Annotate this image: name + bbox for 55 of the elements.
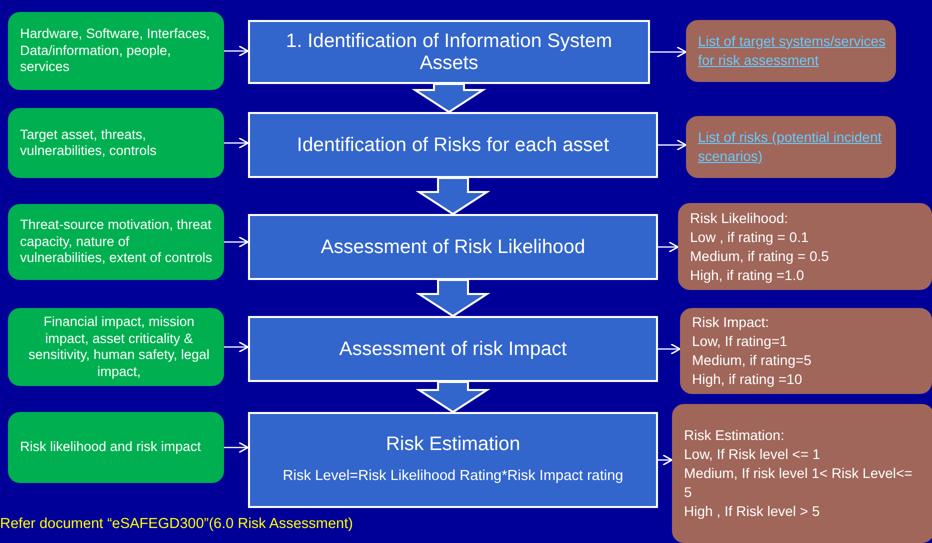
node-text: Medium, if rating = 0.5: [690, 246, 830, 266]
formula-text: Risk Level=Risk Likelihood Rating*Risk Impact rating: [282, 467, 624, 486]
output-box: [680, 308, 932, 394]
arrow: [658, 343, 681, 355]
process-box: [248, 412, 658, 508]
input-box: [8, 308, 224, 386]
process-box: [248, 214, 658, 280]
node-text: Hardware, Software, Interfaces, Data/information, people, services: [20, 26, 211, 76]
process-box: [248, 112, 658, 178]
output-box: [686, 116, 896, 178]
node-text: Low , if rating = 0.1: [690, 228, 810, 246]
arrow: [224, 341, 249, 353]
node-text: Low, If rating=1: [692, 332, 788, 351]
node-text: Risk Impact:: [692, 313, 770, 332]
block-arrow: [416, 177, 490, 216]
node-text: Risk likelihood and risk impact: [20, 439, 202, 456]
block-arrow: [416, 381, 490, 414]
input-box: [8, 204, 224, 280]
caption: Refer document “eSAFEGD300”(6.0 Risk Assessment): [0, 516, 353, 532]
process-box: [248, 316, 658, 382]
step-title: Risk Estimation: [386, 433, 520, 455]
node-text: Target asset, threats, vulnerabilities, controls: [20, 126, 158, 160]
step-title: Assessment of Risk Likelihood: [320, 236, 586, 258]
output-box: [672, 404, 932, 543]
node-text: High, if rating =1.0: [690, 266, 806, 284]
node-text: Risk Likelihood:: [690, 208, 790, 228]
arrow: [224, 442, 249, 454]
node-text: Medium, If risk level 1< Risk Level<= 5: [684, 464, 914, 502]
block-arrow: [412, 83, 486, 114]
node-text: Low, If Risk level <= 1: [684, 445, 822, 464]
node-text: Threat-source motivation, threat capacity, nature of vulnerabilities, extent of controls: [20, 217, 214, 267]
output-box: [678, 203, 932, 290]
arrow: [224, 236, 249, 248]
process-box: [248, 20, 650, 84]
node-text: Financial impact, mission impact, asset criticality & sensitivity, human safety, legal impact,: [27, 314, 211, 380]
node-text: Medium, if rating=5: [692, 351, 812, 370]
step-title: Identification of Risks for each asset: [296, 134, 610, 156]
input-box: [8, 108, 224, 178]
arrow: [658, 241, 679, 253]
node-text: High, if rating =10: [692, 370, 804, 389]
arrow: [224, 45, 249, 57]
arrow: [658, 454, 673, 466]
arrow: [658, 139, 687, 151]
node-text: Risk Estimation:: [684, 426, 786, 445]
block-arrow: [416, 279, 490, 318]
input-box: [8, 412, 224, 483]
input-box: [8, 12, 224, 90]
node-text: High , If Risk level > 5: [684, 502, 821, 521]
arrow: [650, 46, 687, 58]
step-title: 1. Identification of Information System Assets: [284, 30, 614, 74]
arrow: [224, 137, 249, 149]
link-text: List of target systems/services for risk assessment: [698, 32, 886, 70]
step-title: Assessment of risk Impact: [339, 338, 567, 360]
output-box: [686, 20, 896, 82]
link-text: List of risks (potential incident scenarios): [698, 128, 883, 166]
